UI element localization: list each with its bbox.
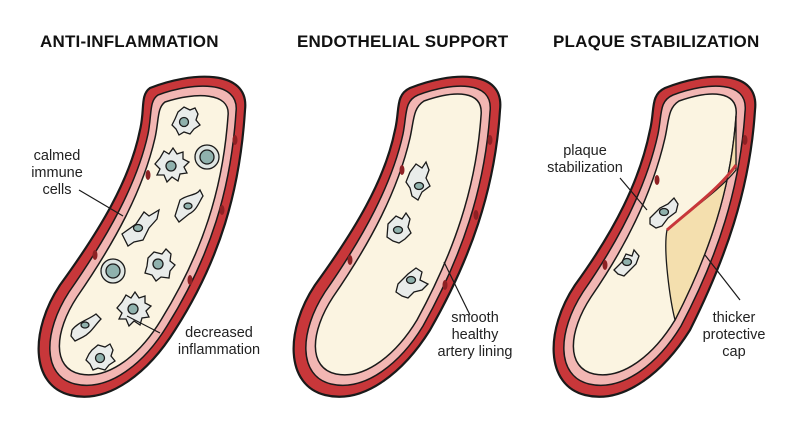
leader-line bbox=[619, 177, 648, 211]
leader-line bbox=[704, 254, 741, 301]
wall-nucleus bbox=[145, 170, 151, 180]
label-plaque-stabilization: plaque stabilization bbox=[547, 143, 623, 176]
leader-line bbox=[78, 189, 124, 217]
leader-line bbox=[443, 261, 471, 316]
endothelial-cell bbox=[405, 160, 431, 201]
label-calmed-immune-cells: calmed immune cells bbox=[31, 148, 83, 198]
leader-line bbox=[126, 315, 161, 334]
stabilized-cells-group bbox=[613, 196, 679, 277]
label-decreased-inflammation: decreased inflammation bbox=[177, 325, 261, 358]
artery-vessel-3 bbox=[552, 75, 757, 398]
wall-nucleus bbox=[92, 250, 98, 260]
panel-title-plaque-stabilization: PLAQUE STABILIZATION bbox=[553, 32, 760, 51]
panel-title-endothelial-support: ENDOTHELIAL SUPPORT bbox=[297, 32, 509, 51]
wall-nucleus bbox=[232, 135, 238, 145]
wall-nucleus bbox=[219, 205, 225, 215]
endothelial-cells-group bbox=[386, 160, 431, 299]
label-thicker-protective-cap: thicker protective cap bbox=[702, 310, 766, 360]
label-smooth-healthy-artery-lining: smooth healthy artery lining bbox=[437, 310, 513, 360]
panel-title-anti-inflammation: ANTI-INFLAMMATION bbox=[40, 32, 219, 51]
immune-cells-group bbox=[70, 106, 220, 371]
wall-nucleus bbox=[187, 275, 193, 285]
